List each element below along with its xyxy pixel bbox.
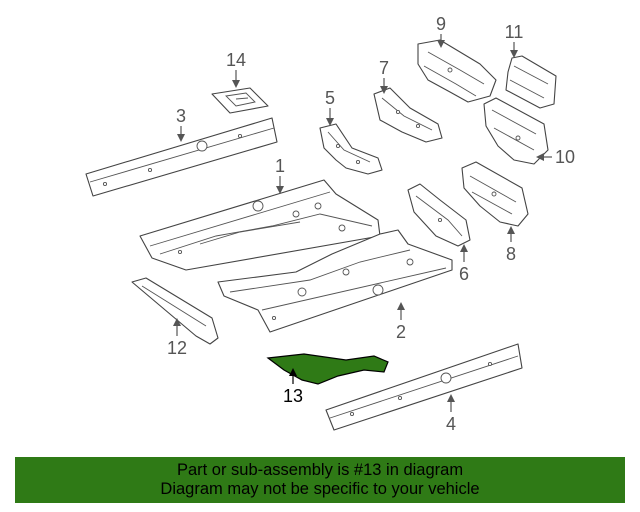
banner-line-2: Diagram may not be specific to your vehi…: [160, 480, 480, 498]
part-1[interactable]: [139, 179, 381, 271]
callout-6: 6: [459, 264, 469, 284]
callout-8: 8: [506, 244, 516, 264]
callout-labels: 1 2 3 4 5 6 7 8 9 10 11 12 13 14: [167, 14, 575, 434]
part-6[interactable]: [407, 183, 471, 247]
part-7[interactable]: [373, 87, 443, 143]
callout-5: 5: [325, 88, 335, 108]
part-3[interactable]: [85, 117, 278, 197]
part-4[interactable]: [325, 343, 523, 431]
part-8[interactable]: [461, 161, 529, 227]
part-11[interactable]: [505, 55, 557, 109]
callout-12: 12: [167, 338, 187, 358]
callout-11: 11: [505, 22, 524, 42]
part-9[interactable]: [417, 39, 497, 103]
part-14[interactable]: [211, 87, 269, 114]
callout-13: 13: [283, 386, 303, 406]
callout-9: 9: [436, 14, 446, 34]
callout-leaders: [173, 34, 552, 412]
info-banner: Part or sub-assembly is #13 in diagram D…: [15, 457, 625, 503]
callout-3: 3: [176, 106, 186, 126]
part-12[interactable]: [131, 277, 219, 345]
callout-4: 4: [446, 414, 456, 434]
part-13[interactable]: [266, 353, 389, 385]
callout-14: 14: [226, 50, 246, 70]
callout-1: 1: [275, 156, 285, 176]
part-2[interactable]: [217, 229, 453, 333]
part-10[interactable]: [483, 97, 549, 165]
part-5[interactable]: [319, 123, 383, 175]
callout-7: 7: [379, 58, 389, 78]
banner-line-1: Part or sub-assembly is #13 in diagram: [176, 461, 464, 479]
callout-10: 10: [555, 147, 575, 167]
part-13-highlight: [266, 353, 389, 385]
callout-2: 2: [396, 322, 406, 342]
parts-diagram: 1 2 3 4 5 6 7 8 9 10 11 12 13 14: [85, 14, 575, 434]
